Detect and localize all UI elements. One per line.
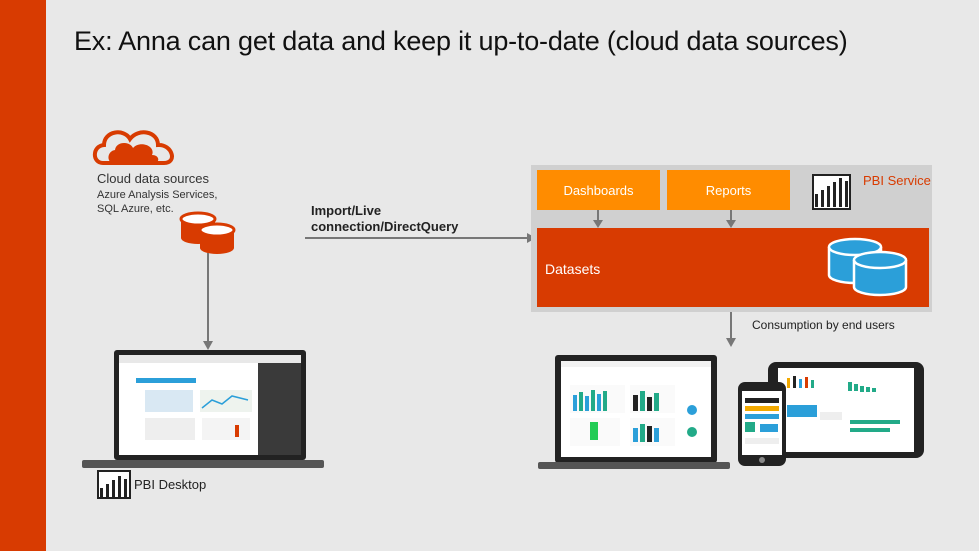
datasets-database-icon xyxy=(827,237,908,297)
connection-label-line-2: connection/DirectQuery xyxy=(311,219,459,234)
consumption-phone-illustration xyxy=(738,382,786,466)
dashboards-button: Dashboards xyxy=(537,170,660,210)
desktop-laptop-illustration xyxy=(82,350,324,468)
connection-label-line-1: Import/Live xyxy=(311,203,382,218)
arrow-source-to-desktop xyxy=(203,253,213,350)
connection-label: Import/Live connection/DirectQuery xyxy=(311,203,481,235)
arrow-dashboards-to-datasets xyxy=(593,210,603,228)
desktop-label: PBI Desktop xyxy=(134,477,207,492)
page-title: Ex: Anna can get data and keep it up-to-… xyxy=(74,26,848,56)
consumption-tablet-illustration xyxy=(768,362,924,458)
source-subtitle-line-2: SQL Azure, etc. xyxy=(97,203,174,215)
database-icon xyxy=(179,211,236,254)
arrow-datasets-to-consumption xyxy=(726,312,736,347)
arrow-reports-to-datasets xyxy=(726,210,736,228)
consumption-laptop-illustration xyxy=(538,355,730,469)
source-title: Cloud data sources xyxy=(97,171,210,186)
cloud-icon xyxy=(92,130,174,165)
reports-button: Reports xyxy=(667,170,790,210)
service-label: PBI Service xyxy=(863,173,931,188)
source-subtitle: Azure Analysis Services, SQL Azure, etc. xyxy=(97,188,237,216)
datasets-label: Datasets xyxy=(545,261,601,277)
powerbi-desktop-icon xyxy=(97,470,131,499)
left-accent-bar xyxy=(0,0,46,551)
consumption-label: Consumption by end users xyxy=(752,318,895,332)
powerbi-service-icon xyxy=(812,174,851,210)
source-subtitle-line-1: Azure Analysis Services, xyxy=(97,189,218,201)
